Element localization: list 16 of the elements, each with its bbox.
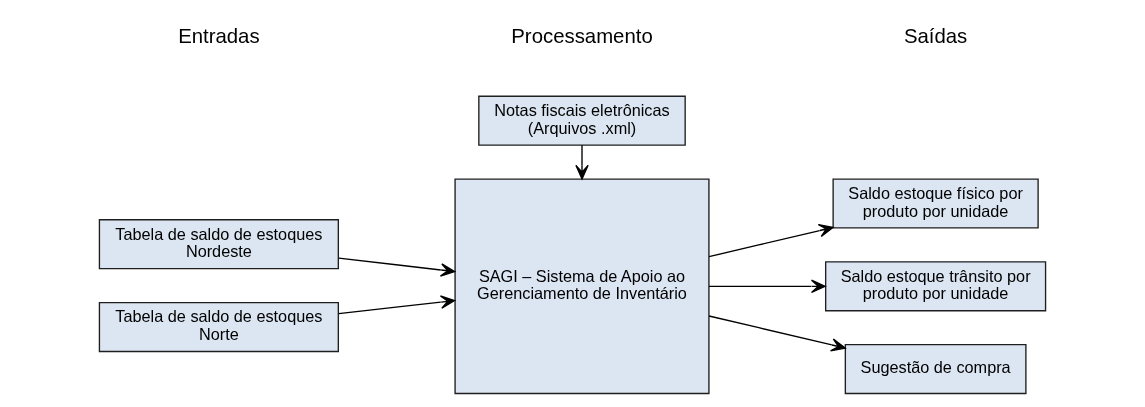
label: Saídas xyxy=(903,24,968,47)
node-box: SAGI – Sistema de Apoio ao Gerenciamento de Inventário xyxy=(454,178,710,395)
arrow xyxy=(338,257,456,277)
label: Entradas xyxy=(178,24,260,47)
node-box: Tabela de saldo de estoques Norte xyxy=(98,301,339,353)
node-box: Tabela de saldo de estoques Nordeste xyxy=(98,219,339,270)
arrow xyxy=(708,223,834,258)
arrow xyxy=(338,295,456,315)
node-box: Notas fiscais eletrônicas (Arquivos .xml) xyxy=(478,95,686,146)
label: Processamento xyxy=(511,24,653,47)
arrow xyxy=(708,279,826,294)
node-box: Sugestão de compra xyxy=(844,344,1027,395)
node-box: Saldo estoque físico por produto por unidade xyxy=(832,178,1039,229)
node-box: Saldo estoque trânsito por produto por unidade xyxy=(825,261,1047,312)
arrow xyxy=(575,144,589,180)
arrow xyxy=(708,315,846,352)
